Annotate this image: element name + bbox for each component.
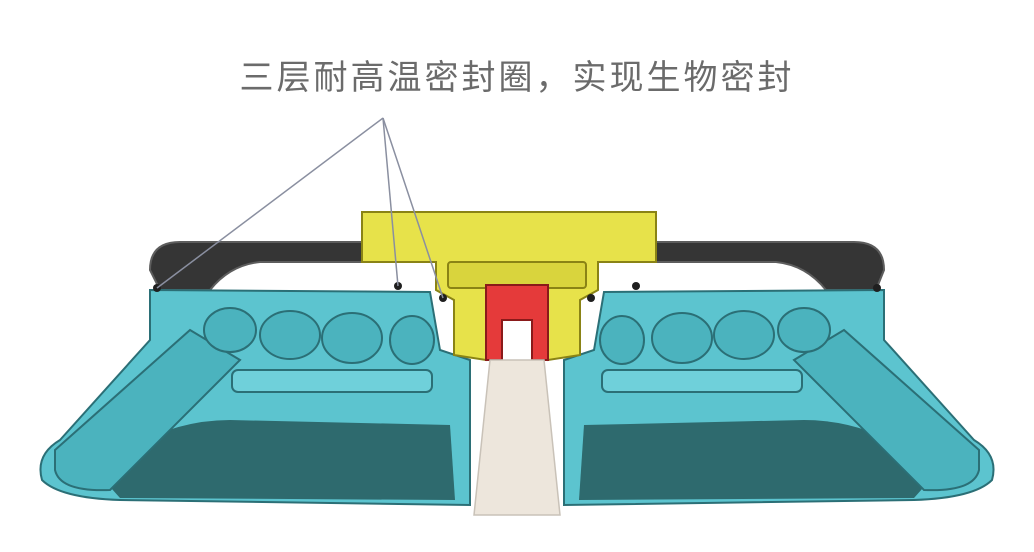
tube-cavity <box>651 312 713 364</box>
tube-cavity <box>389 315 435 365</box>
tube-cavities-left <box>203 307 435 365</box>
seal-ring <box>587 294 595 302</box>
diagram-caption: 三层耐高温密封圈，实现生物密封 <box>239 58 795 98</box>
callout-lines <box>156 117 444 299</box>
tube-bore-left <box>54 328 242 492</box>
tube-cavity <box>321 312 383 364</box>
tube-cavity <box>777 307 831 353</box>
tube-cavity <box>203 307 257 353</box>
rotor-lid <box>148 241 886 291</box>
slot-bar-left <box>231 369 433 393</box>
callout-line <box>156 117 384 289</box>
tube-cavity <box>713 310 775 360</box>
tube-cavities-right <box>599 307 831 365</box>
slot-bar-right <box>601 369 803 393</box>
rotor-inner-cavity-left <box>95 420 455 500</box>
callout-line <box>382 117 444 299</box>
spindle-shaft <box>473 359 561 516</box>
tube-bore-right <box>792 328 980 492</box>
tube-cavity <box>599 315 645 365</box>
seal-ring <box>632 282 640 290</box>
spindle-cap <box>485 284 549 361</box>
seal-ring <box>873 284 881 292</box>
tube-cavity <box>259 310 321 360</box>
rotor-inner-cavity-right <box>579 420 939 500</box>
callout-line <box>382 117 399 287</box>
